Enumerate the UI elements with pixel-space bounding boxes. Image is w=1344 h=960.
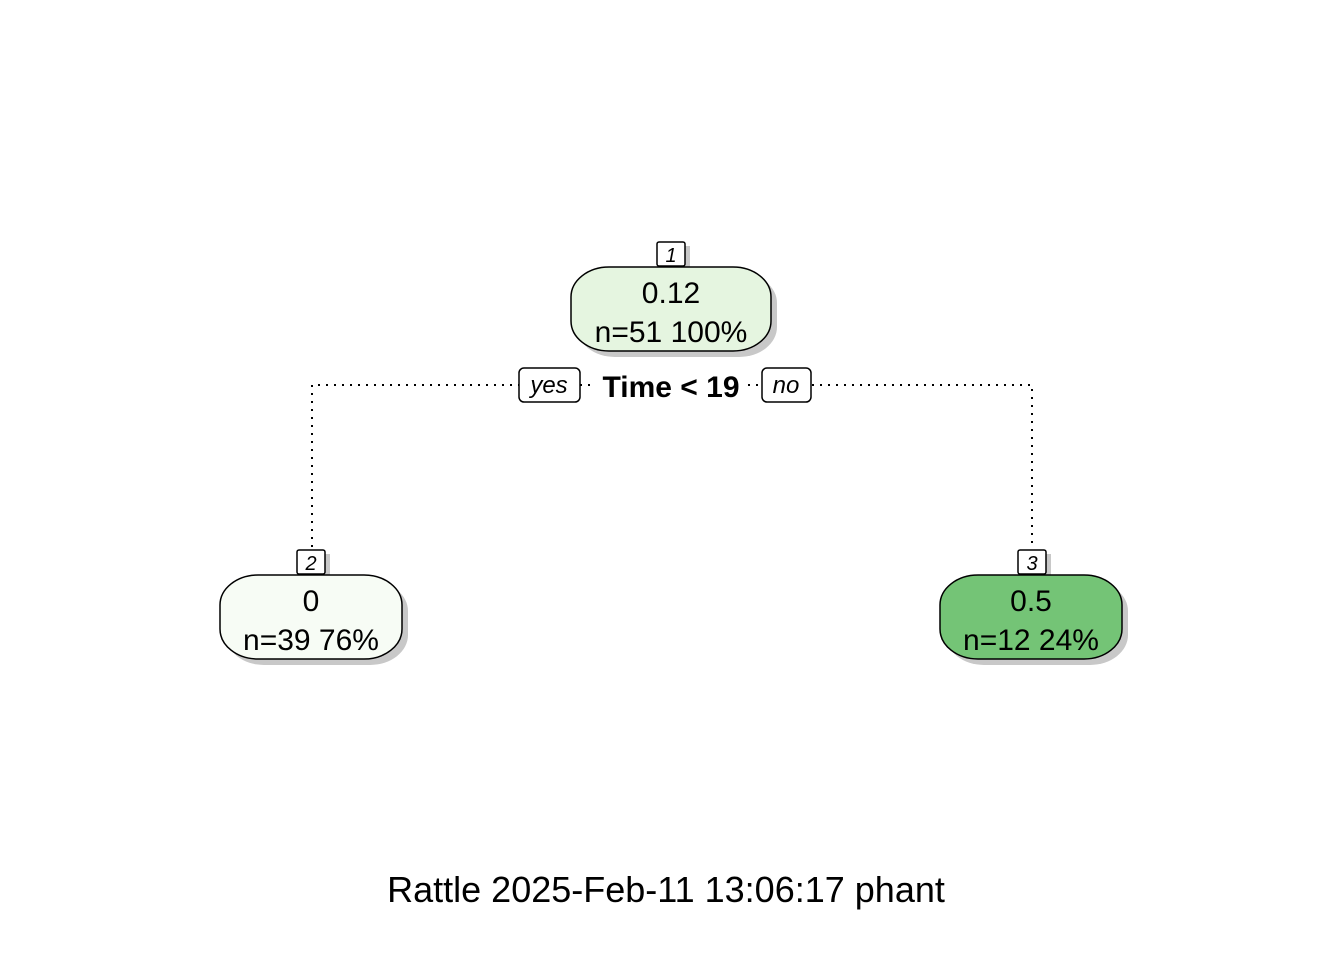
- node-value: 0: [303, 585, 320, 618]
- split: yes Time < 19 no: [518, 367, 812, 404]
- node-root: 1 0.12 n=51 100%: [570, 241, 777, 357]
- no-label: no: [773, 372, 800, 399]
- node-box: [570, 266, 772, 352]
- node-value: 0.12: [642, 277, 700, 310]
- node-box: [219, 574, 403, 660]
- no-label-box: [761, 367, 812, 403]
- node-value: 0.5: [1010, 585, 1052, 618]
- node-right: 3 0.5 n=12 24%: [939, 549, 1128, 665]
- yes-label: yes: [528, 372, 567, 399]
- node-box: [939, 574, 1123, 660]
- yes-label-box: [518, 367, 581, 403]
- node-number-label: 3: [1026, 553, 1037, 575]
- edge-no: [812, 384, 1033, 548]
- caption: Rattle 2025-Feb-11 13:06:17 phant: [387, 869, 945, 910]
- node-summary: n=51 100%: [595, 316, 748, 349]
- node-left: 2 0 n=39 76%: [219, 549, 408, 665]
- node-summary: n=39 76%: [243, 624, 379, 657]
- edge-yes: [311, 384, 520, 548]
- node-summary: n=12 24%: [963, 624, 1099, 657]
- tree-edges: [311, 384, 1033, 548]
- node-number-box: [656, 241, 686, 267]
- node-number-label: 1: [665, 245, 676, 267]
- node-number-box: [296, 549, 326, 575]
- node-number-box: [1017, 549, 1047, 575]
- split-condition: Time < 19: [602, 371, 739, 404]
- node-number-label: 2: [304, 553, 316, 575]
